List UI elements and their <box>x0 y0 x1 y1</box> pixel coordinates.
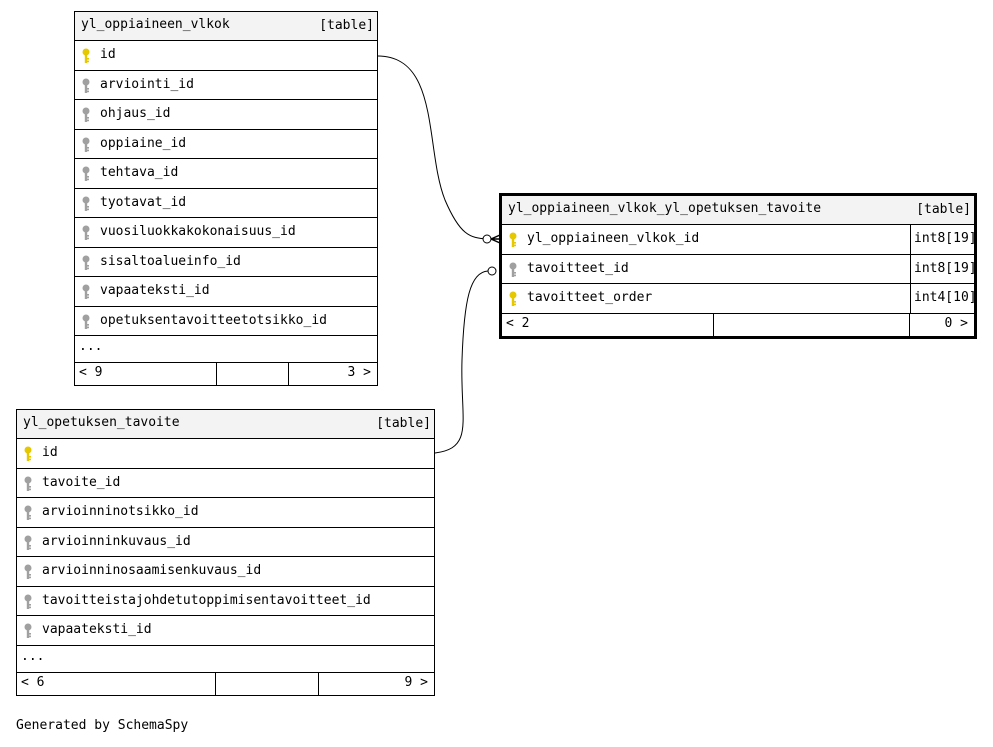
table-header: yl_opetuksen_tavoite [table] <box>17 410 434 439</box>
child-count[interactable]: 9 > <box>404 674 428 690</box>
column-row[interactable]: sisaltoalueinfo_id <box>75 248 377 277</box>
column-row[interactable]: arviointi_id <box>75 71 377 100</box>
column-name: sisaltoalueinfo_id <box>100 253 241 269</box>
column-name: tavoite_id <box>42 474 121 490</box>
column-name: opetuksentavoitteetotsikko_id <box>100 312 327 328</box>
column-name: tehtava_id <box>100 165 179 180</box>
column-name: arviointi_id <box>100 76 194 92</box>
foreign-key-icon <box>24 623 32 638</box>
footer-spacer <box>713 313 910 336</box>
foreign-key-icon <box>82 225 90 240</box>
table-yl-oppiaineen-vlkok-yl-opetuksen-tavoite[interactable]: yl_oppiaineen_vlkok_yl_opetuksen_tavoite… <box>499 193 977 339</box>
generated-by-label: Generated by SchemaSpy <box>16 718 189 733</box>
column-row[interactable]: tavoitteet_order int4[10] <box>502 284 977 314</box>
foreign-key-icon <box>24 535 32 550</box>
column-name: arvioinninotsikko_id <box>42 504 199 519</box>
column-name: ohjaus_id <box>100 106 171 121</box>
relationship-line-tavoite <box>434 270 489 454</box>
column-name: tavoitteet_order <box>527 290 653 305</box>
column-row[interactable]: tavoitteistajohdetutoppimisentavoitteet_… <box>17 587 434 616</box>
column-name: yl_oppiaineen_vlkok_id <box>527 231 700 246</box>
table-name: yl_oppiaineen_vlkok_yl_opetuksen_tavoite <box>508 201 822 216</box>
column-name: arvioinninosaamisenkuvaus_id <box>42 563 262 578</box>
column-row[interactable]: id <box>17 439 434 469</box>
foreign-key-icon <box>82 107 90 122</box>
foreign-key-icon <box>82 314 90 329</box>
foreign-key-icon <box>24 594 32 609</box>
column-type: int8[19] <box>914 231 977 246</box>
foreign-key-icon <box>24 505 32 520</box>
column-row[interactable]: tyotavat_id <box>75 189 377 218</box>
column-row[interactable]: tavoitteet_id int8[19] <box>502 254 977 284</box>
foreign-key-icon <box>82 255 90 270</box>
footer-spacer <box>216 363 289 385</box>
table-type-tag: [table] <box>319 18 374 33</box>
foreign-key-icon <box>82 284 90 299</box>
table-yl-oppiaineen-vlkok[interactable]: yl_oppiaineen_vlkok [table] id arviointi_… <box>74 11 378 386</box>
foreign-key-icon <box>82 78 90 93</box>
column-row[interactable]: arvioinninotsikko_id <box>17 498 434 528</box>
foreign-key-icon <box>509 262 517 277</box>
column-row[interactable]: arvioinninosaamisenkuvaus_id <box>17 557 434 587</box>
table-name: yl_oppiaineen_vlkok <box>81 17 230 32</box>
primary-key-icon <box>509 232 517 247</box>
foreign-key-icon <box>24 564 32 579</box>
column-name: vuosiluokkakokonaisuus_id <box>100 224 296 239</box>
column-name: vapaateksti_id <box>42 622 152 637</box>
foreign-key-icon <box>82 166 90 181</box>
column-row[interactable]: arvioinninkuvaus_id <box>17 528 434 557</box>
table-type-tag: [table] <box>916 202 971 217</box>
relationship-line-vlkok <box>377 55 488 240</box>
column-name: arvioinninkuvaus_id <box>42 533 191 549</box>
column-name: vapaateksti_id <box>100 283 210 298</box>
table-header: yl_oppiaineen_vlkok [table] <box>75 12 377 41</box>
column-name: tyotavat_id <box>100 194 187 210</box>
table-type-tag: [table] <box>376 416 431 431</box>
column-row[interactable]: yl_oppiaineen_vlkok_id int8[19] <box>502 225 977 255</box>
foreign-key-icon <box>82 137 90 152</box>
column-name: id <box>42 445 58 460</box>
primary-key-icon <box>82 48 90 63</box>
child-count[interactable]: 0 > <box>944 315 968 331</box>
crowfoot-marker <box>490 234 501 244</box>
primary-key-icon <box>509 291 517 306</box>
column-row[interactable]: tavoite_id <box>17 469 434 498</box>
column-row[interactable]: vuosiluokkakokonaisuus_id <box>75 218 377 248</box>
column-type-cell: int4[10] <box>910 284 977 313</box>
parent-count[interactable]: < 6 <box>21 674 45 690</box>
table-header: yl_oppiaineen_vlkok_yl_opetuksen_tavoite… <box>502 196 974 225</box>
more-columns-indicator: ... <box>75 336 377 363</box>
parent-count[interactable]: < 2 <box>506 315 530 331</box>
column-type: int4[10] <box>914 290 977 305</box>
footer-spacer <box>215 672 319 695</box>
table-name: yl_opetuksen_tavoite <box>23 415 180 430</box>
column-row[interactable]: vapaateksti_id <box>75 277 377 307</box>
foreign-key-icon <box>82 196 90 211</box>
column-name: oppiaine_id <box>100 135 187 151</box>
column-name: tavoitteet_id <box>527 260 629 276</box>
table-footer: < 2 0 > <box>502 313 974 336</box>
column-row[interactable]: ohjaus_id <box>75 100 377 130</box>
parent-count[interactable]: < 9 <box>79 365 103 380</box>
column-row[interactable]: vapaateksti_id <box>17 616 434 646</box>
column-type: int8[19] <box>914 260 977 276</box>
column-type-cell: int8[19] <box>910 254 977 283</box>
primary-key-icon <box>24 446 32 461</box>
table-yl-opetuksen-tavoite[interactable]: yl_opetuksen_tavoite [table] id tavoite_i… <box>16 409 435 696</box>
more-columns-indicator: ... <box>17 646 434 673</box>
foreign-key-icon <box>24 476 32 491</box>
column-row[interactable]: oppiaine_id <box>75 130 377 159</box>
column-row[interactable]: tehtava_id <box>75 159 377 189</box>
column-type-cell: int8[19] <box>910 225 977 254</box>
column-row[interactable]: id <box>75 41 377 71</box>
column-name: tavoitteistajohdetutoppimisentavoitteet_… <box>42 592 371 608</box>
child-count[interactable]: 3 > <box>347 365 371 380</box>
table-footer: < 6 9 > <box>17 672 434 695</box>
column-name: id <box>100 47 116 62</box>
column-row[interactable]: opetuksentavoitteetotsikko_id <box>75 307 377 336</box>
optional-end-marker <box>482 234 492 244</box>
optional-end-marker <box>487 266 497 276</box>
table-footer: < 9 3 > <box>75 363 377 385</box>
